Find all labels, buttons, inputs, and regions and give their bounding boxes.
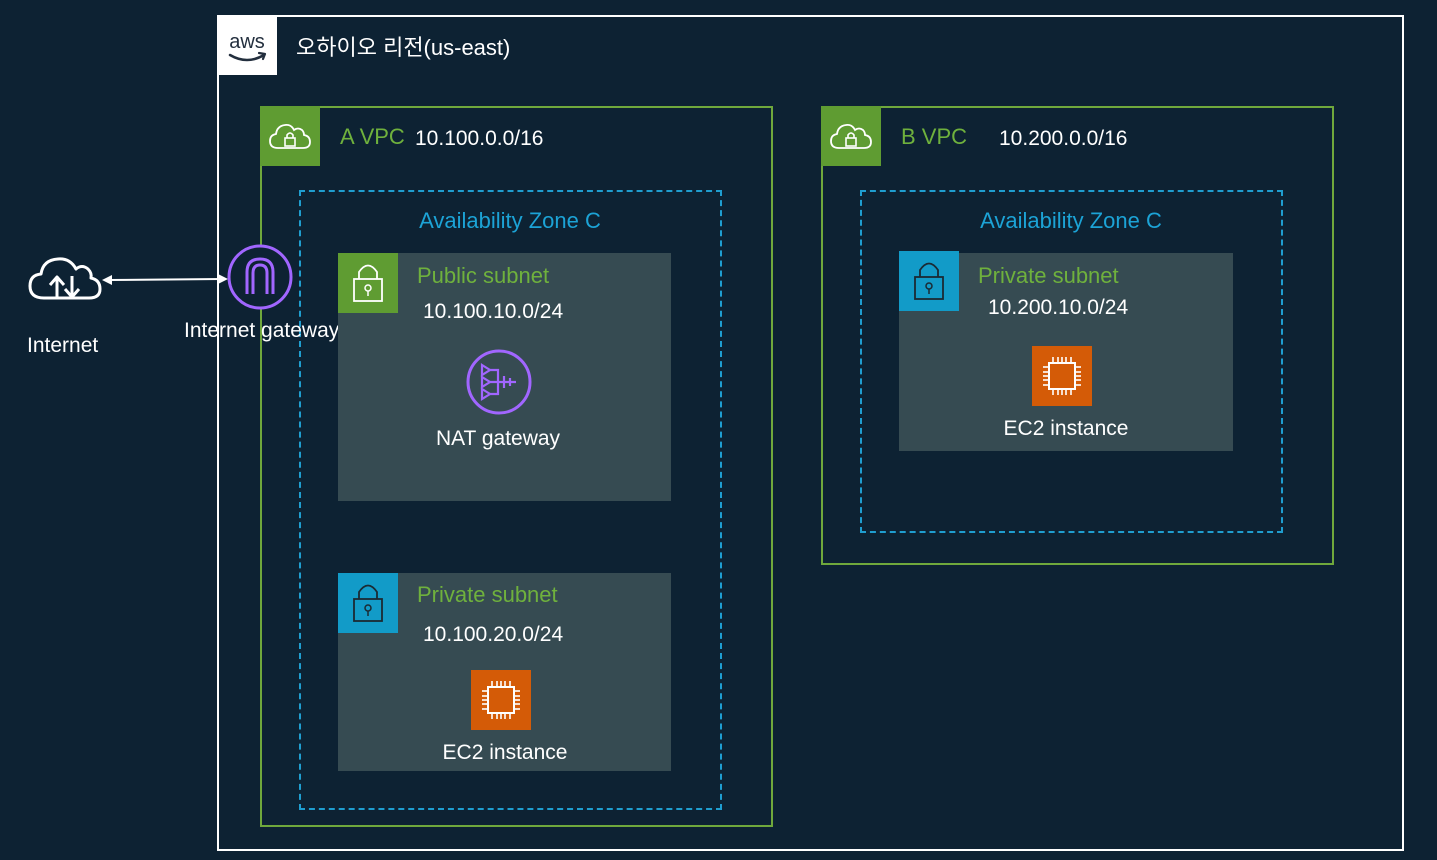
vpc-b-label: B VPC	[901, 124, 968, 149]
vpc-cloud-lock-icon	[260, 106, 320, 166]
vpc-b-ec2-label: EC2 instance	[1003, 417, 1129, 440]
aws-logo: aws	[217, 15, 277, 75]
vpc-a-label: A VPC	[340, 124, 405, 149]
vpc-b-private-subnet-cidr: 10.200.10.0/24	[988, 296, 1129, 319]
aws-logo-icon: aws	[228, 31, 267, 62]
vpc-a-ec2-label: EC2 instance	[442, 741, 568, 764]
igw-label: Internet gateway	[184, 319, 340, 342]
internet-cloud-icon	[26, 252, 102, 304]
aws-logo-text: aws	[229, 31, 265, 53]
public-subnet-label: Public subnet	[417, 263, 550, 288]
private-subnet-lock-icon	[338, 573, 398, 633]
vpc-a-az-boundary	[299, 190, 722, 810]
vpc-a-az-label: Availability Zone C	[419, 208, 601, 233]
vpc-a-private-subnet-label: Private subnet	[417, 582, 558, 607]
public-subnet-lock-icon	[338, 253, 398, 313]
vpc-a-boundary	[260, 106, 773, 827]
region-label: 오하이오 리전(us-east)	[296, 35, 511, 60]
internet-label: Internet	[27, 334, 99, 357]
internet-gateway-icon	[227, 244, 293, 310]
nat-gateway-label: NAT gateway	[435, 427, 561, 450]
vpc-b-boundary	[821, 106, 1334, 565]
vpc-b-cidr: 10.200.0.0/16	[999, 127, 1128, 150]
vpc-a-cidr: 10.100.0.0/16	[415, 127, 544, 150]
vpc-b-cloud-lock-icon	[821, 106, 881, 166]
ec2-instance-icon	[471, 670, 531, 730]
vpc-b-az-label: Availability Zone C	[980, 208, 1162, 233]
vpc-b-az-boundary	[860, 190, 1283, 533]
nat-gateway-icon	[466, 349, 532, 415]
region-boundary	[217, 15, 1404, 851]
vpc-a-private-subnet-cidr: 10.100.20.0/24	[423, 623, 564, 646]
vpc-b-private-subnet-lock-icon	[899, 251, 959, 311]
internet-igw-connector	[102, 274, 228, 285]
vpc-b-ec2-instance-icon	[1032, 346, 1092, 406]
public-subnet-cidr: 10.100.10.0/24	[423, 300, 564, 323]
vpc-b-private-subnet-label: Private subnet	[978, 263, 1119, 288]
